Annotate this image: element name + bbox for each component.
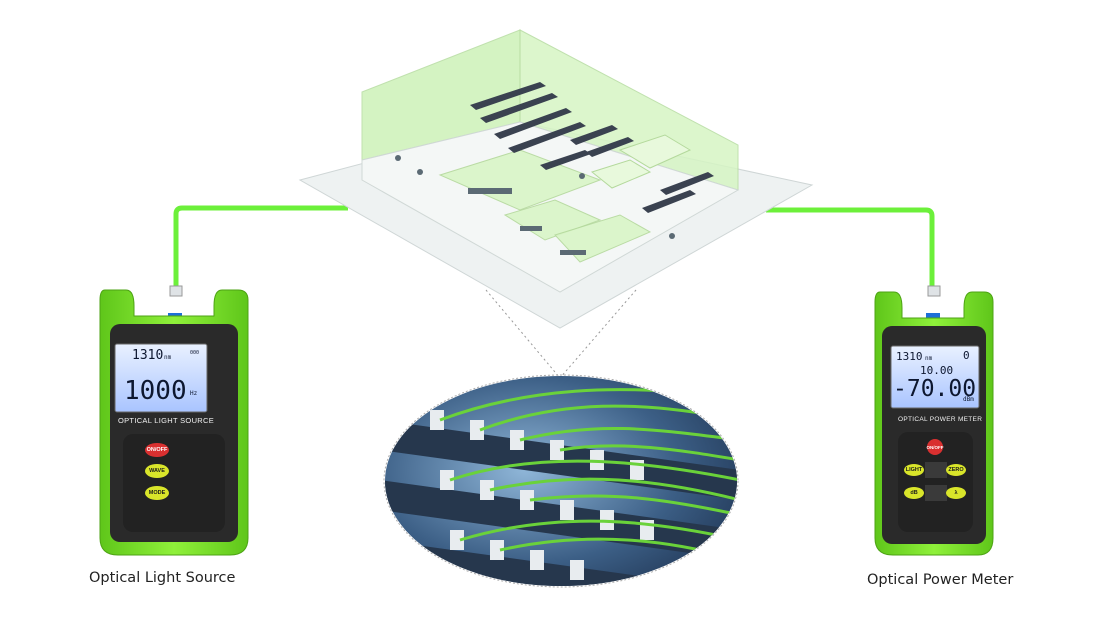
lcd-reference: 10.00 xyxy=(920,364,954,377)
db-button: dB xyxy=(910,490,918,496)
device-panel-label: OPTICAL POWER METER xyxy=(898,416,983,423)
lcd-screen xyxy=(890,345,980,409)
lcd-index: 0 xyxy=(963,349,970,362)
caption-light-source: Optical Light Source xyxy=(89,570,236,586)
optical-power-meter-device xyxy=(874,285,994,556)
on-off-button: ON/OFF xyxy=(926,444,944,450)
lcd-main-unit: dBm xyxy=(963,396,974,403)
lambda-button: λ xyxy=(954,490,958,496)
caption-power-meter: Optical Power Meter xyxy=(867,572,1014,588)
data-center-floorplan xyxy=(298,29,814,329)
lcd-main-unit: Hz xyxy=(190,390,198,397)
zero-button: ZERO xyxy=(948,467,964,473)
optical-light-source-device xyxy=(99,285,249,556)
fiber-right xyxy=(766,207,935,292)
device-panel-label: OPTICAL LIGHT SOURCE xyxy=(118,416,215,425)
mode-button: MODE xyxy=(148,490,166,496)
lcd-screen xyxy=(114,343,208,413)
lcd-main-readout: 1000 xyxy=(124,376,187,406)
on-off-button: ON/OFF xyxy=(146,447,168,453)
fiber-patch-photo xyxy=(383,374,739,588)
fiber-left xyxy=(173,205,348,290)
wave-button: WAVE xyxy=(149,468,165,474)
zoom-connector xyxy=(485,289,637,379)
lcd-mode: 000 xyxy=(190,350,200,356)
lcd-wavelength-unit: nm xyxy=(164,354,172,361)
lcd-wavelength: 1310 xyxy=(896,350,923,363)
light-button: LIGHT xyxy=(905,467,923,473)
lcd-wavelength-unit: nm xyxy=(925,355,933,362)
lcd-wavelength: 1310 xyxy=(132,348,164,363)
lcd-main-readout: -70.00 xyxy=(893,376,977,402)
